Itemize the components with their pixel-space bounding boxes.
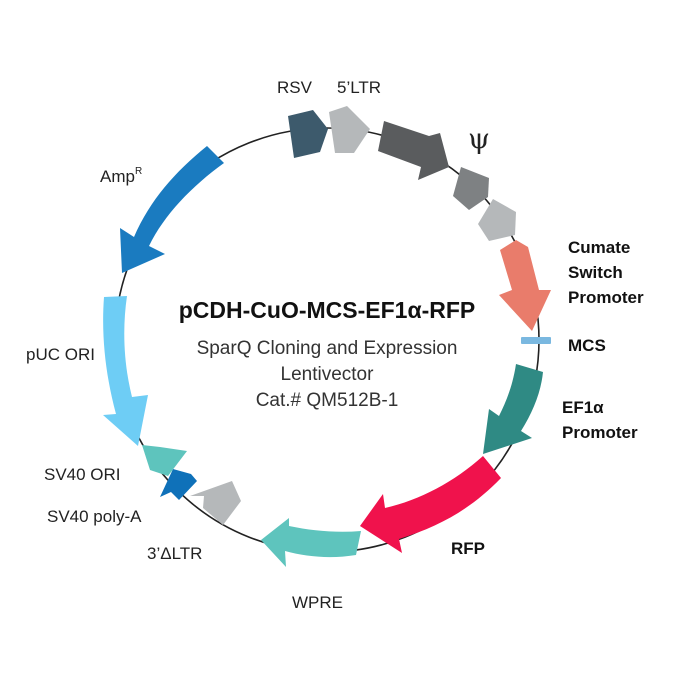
rfp-label: RFP — [451, 539, 485, 558]
wpre-label: WPRE — [292, 593, 343, 612]
amp-label-text: Amp — [100, 167, 135, 186]
ltr5-label: 5’LTR — [337, 78, 381, 97]
psi-block-arrow[interactable] — [378, 121, 449, 180]
sv40pa-arrow[interactable] — [160, 469, 197, 500]
mcs-label: MCS — [568, 336, 606, 355]
ltr5-arrow[interactable] — [329, 106, 370, 153]
amp-arrow[interactable] — [120, 146, 224, 273]
plasmid-description-2: Lentivector — [281, 364, 375, 385]
puc-arrow[interactable] — [103, 296, 148, 446]
ef1a-label-line1: EF1α — [562, 398, 604, 417]
psi-small2-arrow[interactable] — [478, 199, 516, 241]
ef1a-label-line2: Promoter — [562, 423, 638, 442]
puc-label: pUC ORI — [26, 345, 95, 364]
rfp-arrow[interactable] — [360, 456, 501, 553]
cumate-label-line3: Promoter — [568, 288, 644, 307]
plasmid-catalog: Cat.# QM512B-1 — [256, 390, 399, 411]
amp-label-sup: R — [135, 166, 142, 177]
plasmid-name: pCDH-CuO-MCS-EF1α-RFP — [179, 297, 476, 323]
sv40ori-label: SV40 ORI — [44, 465, 121, 484]
ef1a-arrow[interactable] — [483, 364, 543, 454]
mcs-marker[interactable] — [521, 337, 551, 344]
rsv-label: RSV — [277, 78, 313, 97]
sv40pa-label: SV40 poly-A — [47, 507, 142, 526]
rsv-arrow[interactable] — [288, 110, 328, 158]
psi-small-arrow[interactable] — [453, 167, 489, 210]
cumate-label-line2: Switch — [568, 263, 623, 282]
sv40ori-arrow[interactable] — [142, 445, 187, 476]
cumate-label-line1: Cumate — [568, 238, 630, 257]
amp-label: AmpR — [100, 166, 142, 186]
plasmid-description: SparQ Cloning and Expression — [197, 338, 458, 359]
ltr3-label: 3’ΔLTR — [147, 544, 202, 563]
cumate-arrow[interactable] — [499, 240, 551, 331]
ltr3-arrow[interactable] — [190, 481, 241, 525]
psi-symbol: ψ — [468, 122, 490, 155]
wpre-arrow[interactable] — [261, 518, 361, 567]
